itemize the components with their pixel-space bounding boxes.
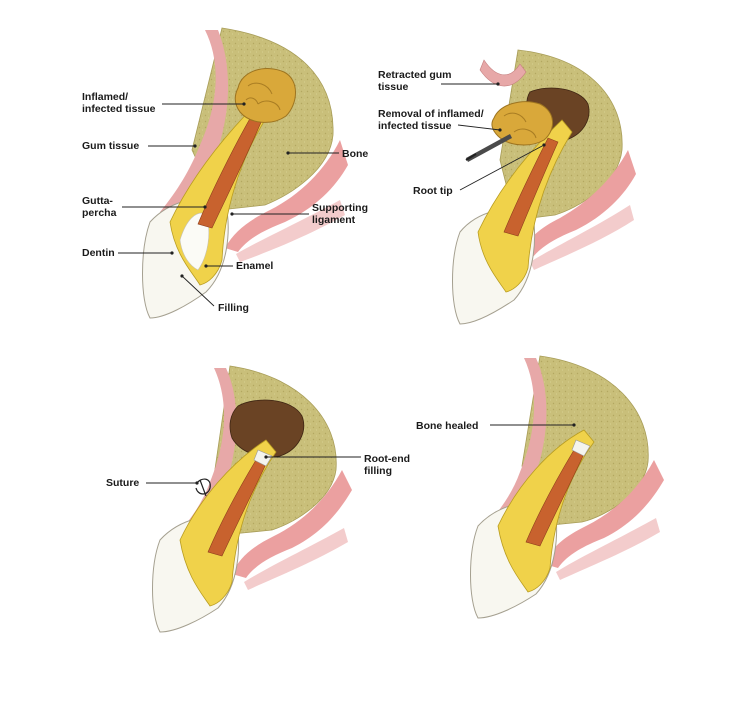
panel-top-left: Inflamed/ infected tissue Gum tissue Bon… (82, 27, 371, 319)
retracted-gum (479, 59, 527, 87)
label-retracted-gum: Retracted gum tissue (378, 69, 454, 93)
label-dentin: Dentin (82, 247, 115, 259)
gum-outer (520, 150, 636, 258)
gutta-percha (207, 459, 267, 557)
label-gutta-percha: Gutta- percha (82, 195, 117, 219)
label-root-end-filling: Root-end filling (364, 453, 413, 477)
gutta-percha (503, 137, 559, 237)
label-filling: Filling (218, 302, 249, 314)
cavity (229, 399, 305, 458)
gum-outer-light (244, 528, 348, 590)
label-root-tip: Root tip (413, 185, 453, 197)
gum-outer (544, 460, 664, 568)
gum-outer-light (530, 205, 634, 270)
label-supporting-ligament: Supporting ligament (312, 202, 371, 226)
label-enamel: Enamel (236, 260, 273, 272)
label-inflamed: Inflamed/ infected tissue (82, 91, 156, 115)
tooth-filling (179, 212, 210, 271)
panel-bottom-right: Bone healed (416, 355, 664, 619)
root-end-filling (571, 439, 591, 457)
gum-outer (232, 470, 352, 578)
inflamed-tissue (491, 101, 553, 146)
gutta-percha (197, 114, 263, 229)
gum-outer-light (236, 200, 345, 262)
label-suture: Suture (106, 477, 139, 489)
label-bone-healed: Bone healed (416, 420, 478, 432)
label-bone: Bone (342, 148, 368, 160)
label-gum-tissue: Gum tissue (82, 140, 139, 152)
panel-bottom-left: Suture Root-end filling (106, 365, 413, 633)
gum-outer (225, 140, 348, 252)
label-removal: Removal of inflamed/ infected tissue (378, 108, 487, 132)
gum-outer-light (556, 518, 660, 580)
instrument (466, 134, 512, 162)
suture-icon (195, 478, 211, 497)
inflamed-tissue (234, 68, 296, 123)
root-end-filling (253, 449, 273, 467)
panel-top-right: Retracted gum tissue Removal of inflamed… (378, 49, 636, 325)
gutta-percha (525, 449, 585, 547)
